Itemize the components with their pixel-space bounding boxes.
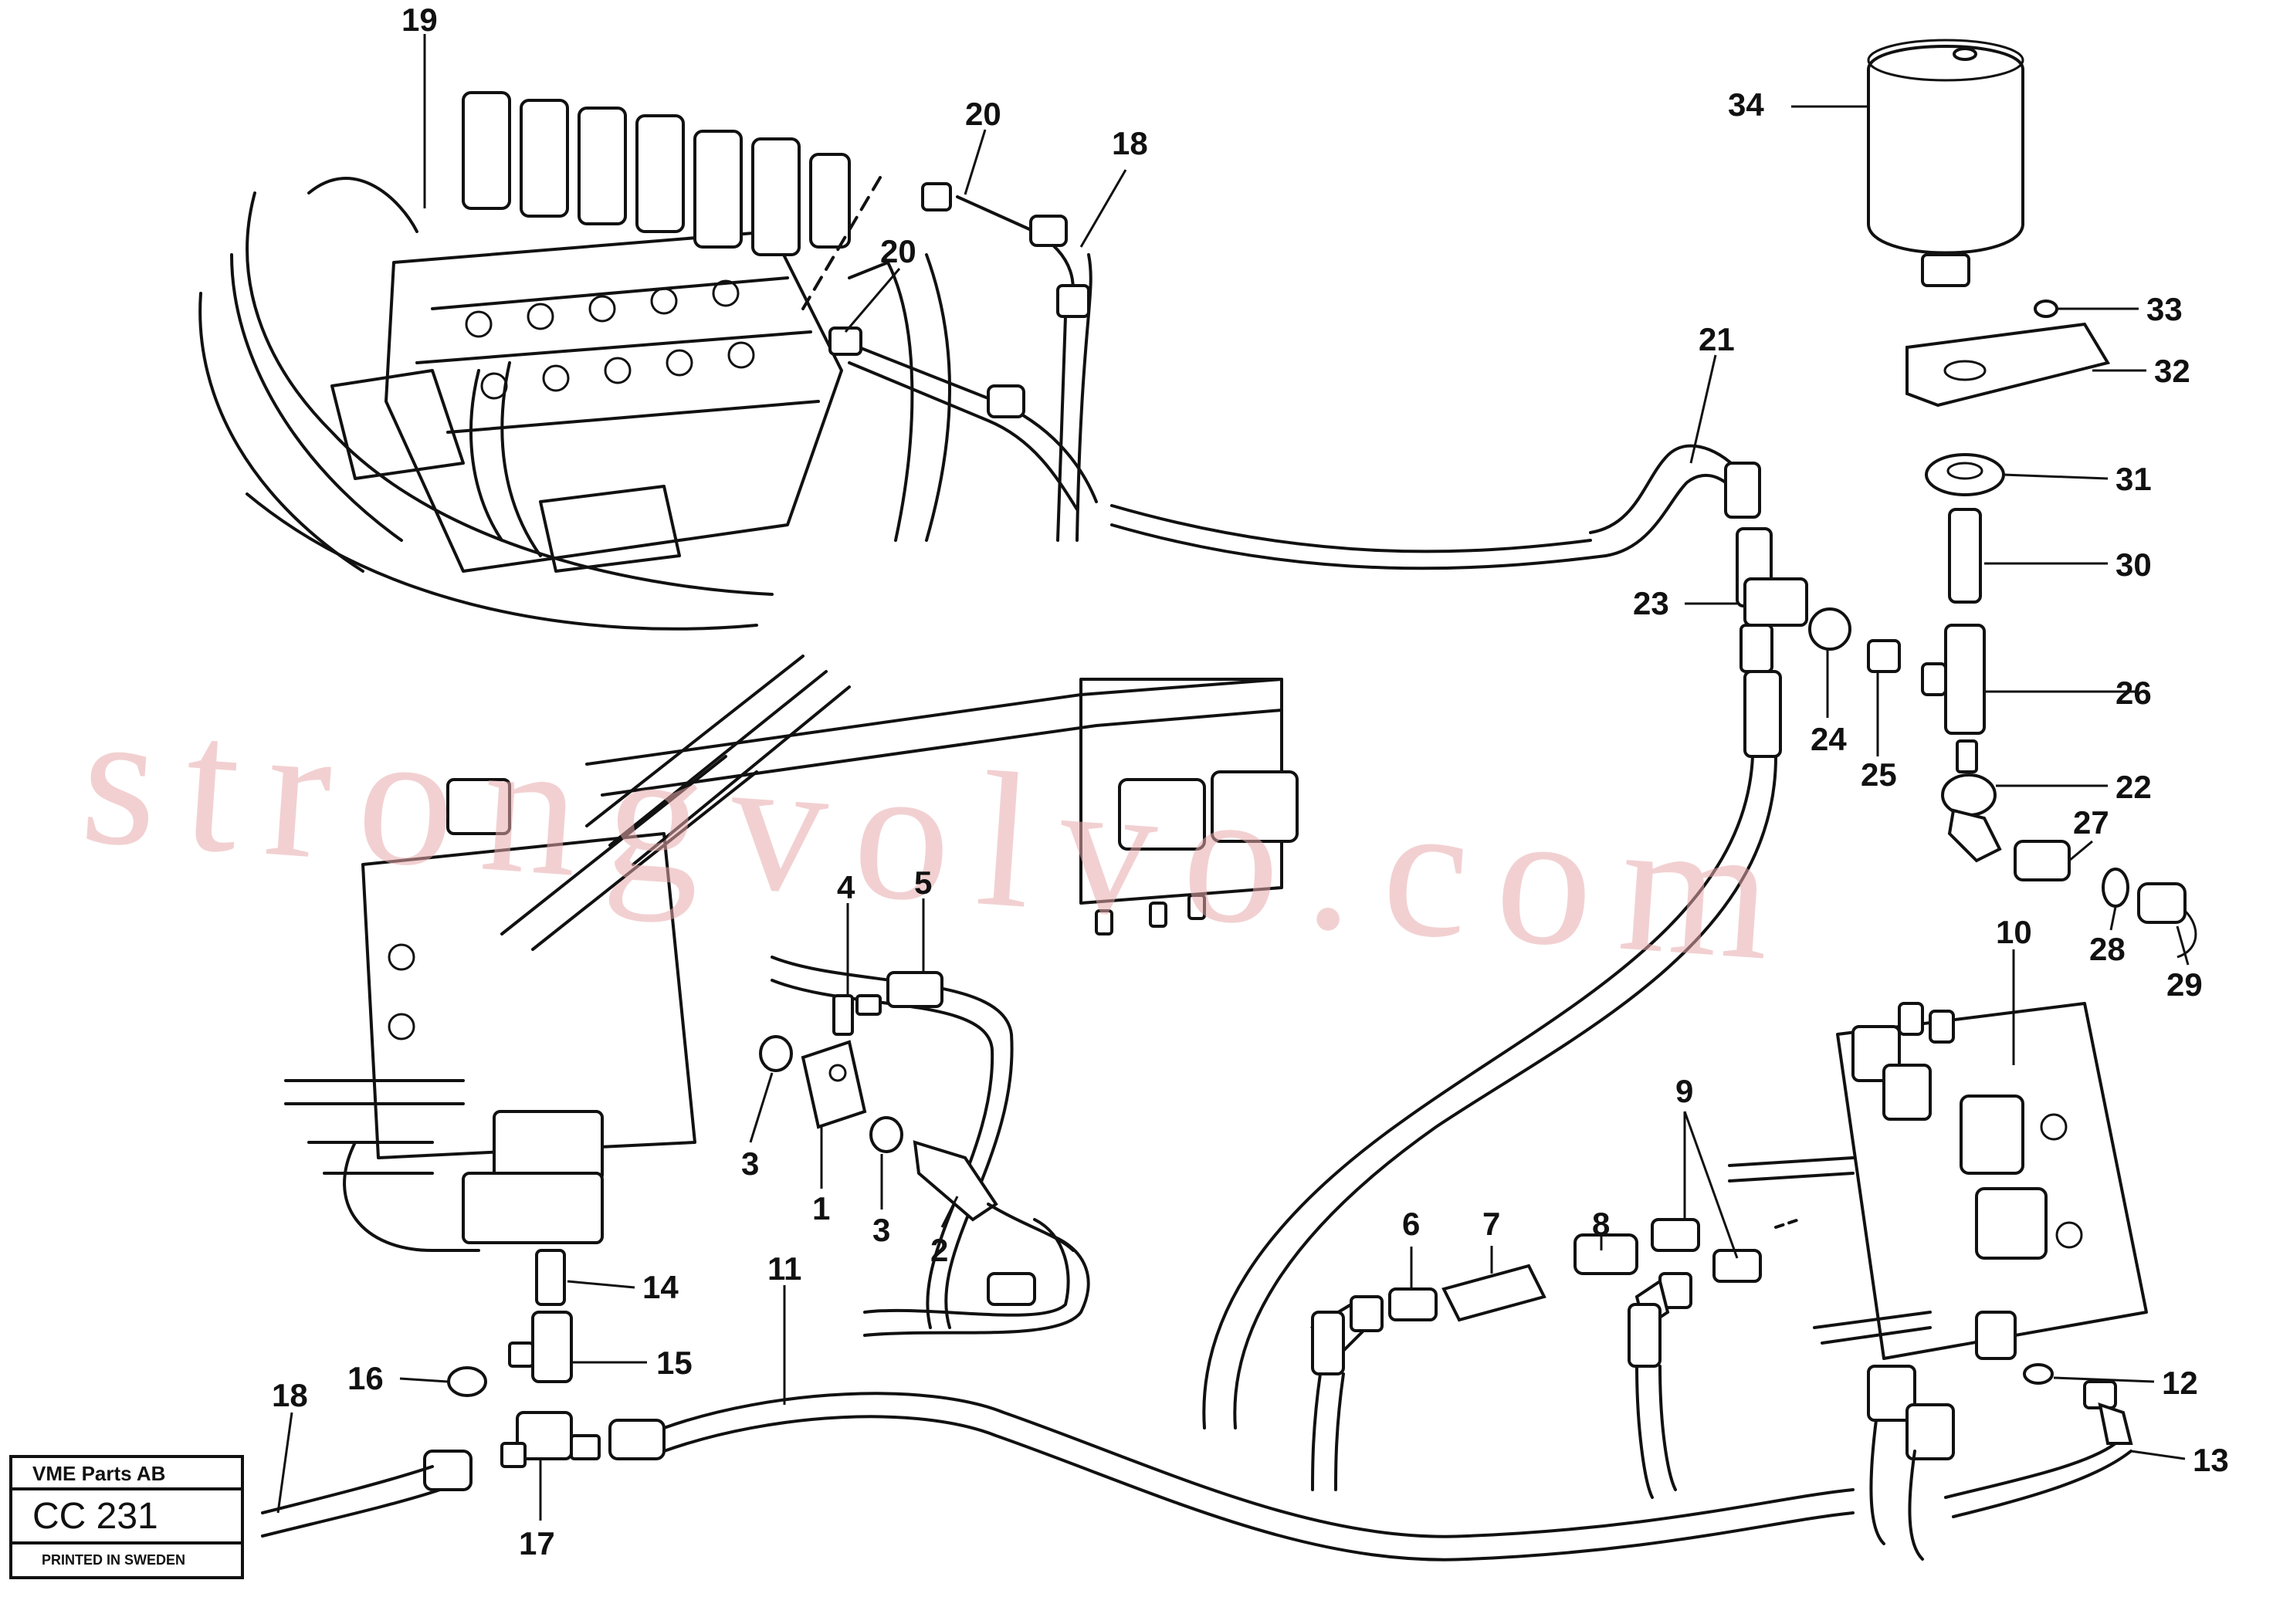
callout-22: 22 [2115, 769, 2152, 805]
callout-21: 21 [1699, 321, 1735, 357]
callout-34: 34 [1728, 86, 1764, 123]
callout-5: 5 [914, 864, 932, 901]
callout-29: 29 [2166, 966, 2203, 1003]
watermark: strongvolvo.com [76, 669, 1806, 1003]
solenoid-stack [462, 91, 851, 256]
title-block-company: VME Parts AB [12, 1458, 241, 1490]
inline-fittings-6-9 [1310, 1218, 1800, 1499]
title-block-printed: PRINTED IN SWEDEN [42, 1552, 186, 1568]
tee-23-and-hose [1202, 527, 1901, 1429]
title-block-code: CC 231 [12, 1490, 241, 1544]
callout-27: 27 [2073, 804, 2109, 841]
pressure-switch-block [759, 971, 1090, 1337]
leader-lines [276, 34, 2190, 1521]
callout-10: 10 [1996, 914, 2032, 950]
callout-20-lower: 20 [880, 233, 916, 269]
callout-18-upper: 18 [1112, 125, 1148, 161]
callout-8: 8 [1592, 1206, 1610, 1242]
callout-labels: 19 20 18 20 34 33 32 21 31 30 23 24 25 2… [272, 2, 2229, 1561]
callout-11: 11 [767, 1250, 801, 1287]
tee-fittings-bottom-left [261, 1249, 1855, 1561]
callout-17: 17 [519, 1525, 555, 1561]
callout-7: 7 [1482, 1206, 1500, 1242]
callout-15: 15 [656, 1345, 693, 1381]
callout-12: 12 [2162, 1365, 2198, 1401]
callout-33: 33 [2146, 291, 2183, 327]
callout-2: 2 [930, 1232, 948, 1268]
callout-25: 25 [1861, 756, 1897, 793]
callout-9: 9 [1675, 1073, 1693, 1109]
callout-19: 19 [401, 2, 438, 38]
callout-3-left: 3 [741, 1145, 759, 1182]
callout-6: 6 [1402, 1206, 1420, 1242]
accumulator-assembly [1867, 39, 2197, 959]
lower-control-valve-assembly [284, 655, 1299, 1329]
callout-23: 23 [1633, 585, 1669, 621]
callout-31: 31 [2115, 461, 2152, 497]
callout-13: 13 [2193, 1442, 2229, 1478]
callout-24: 24 [1811, 721, 1847, 757]
callout-1: 1 [812, 1190, 830, 1226]
callout-3-right: 3 [872, 1212, 890, 1248]
callout-4: 4 [837, 869, 855, 905]
pilot-valve-assembly [1728, 1002, 2148, 1561]
callout-16: 16 [347, 1360, 384, 1396]
callout-14: 14 [642, 1269, 679, 1305]
upper-control-valve-assembly [198, 91, 951, 631]
title-block: VME Parts AB CC 231 PRINTED IN SWEDEN [9, 1455, 244, 1579]
pipe-18-upper [801, 176, 1761, 570]
callout-26: 26 [2115, 675, 2152, 711]
callout-28: 28 [2089, 931, 2126, 967]
callout-30: 30 [2115, 546, 2152, 583]
callout-20-upper: 20 [965, 96, 1001, 132]
callout-18-lower: 18 [272, 1377, 308, 1413]
callout-32: 32 [2154, 353, 2190, 389]
